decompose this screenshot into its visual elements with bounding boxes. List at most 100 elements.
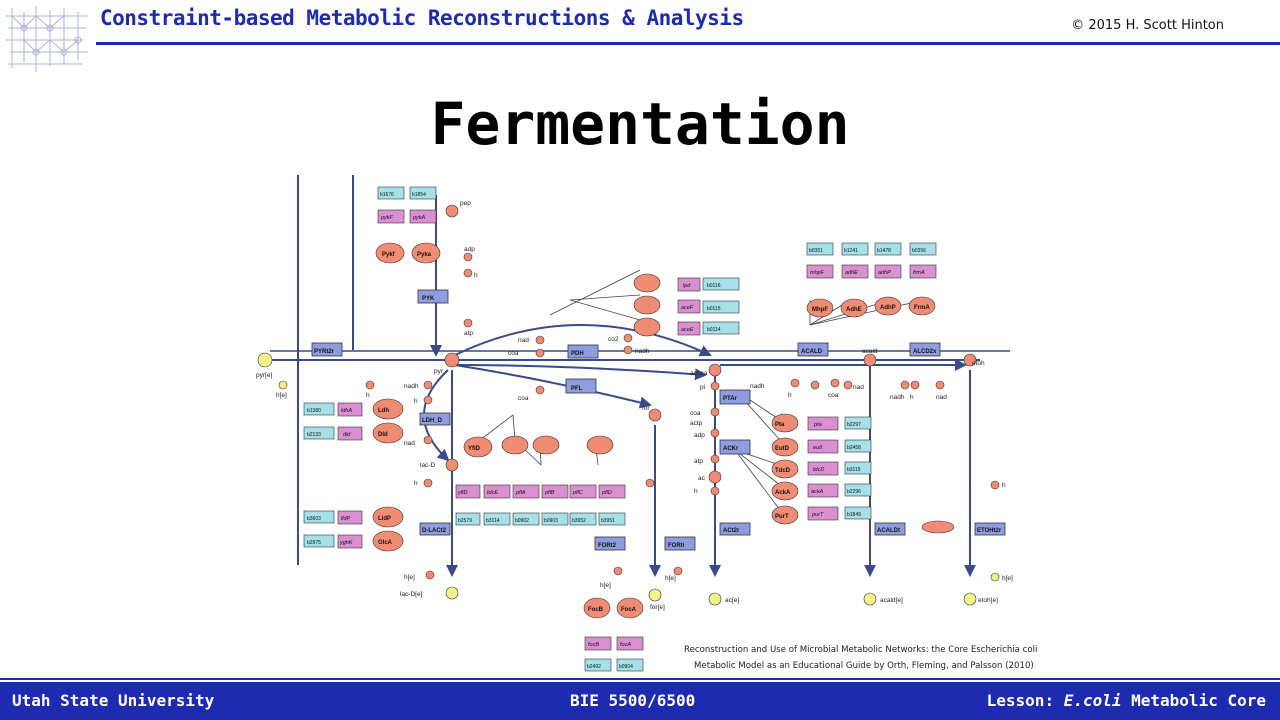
svg-text:EutD: EutD [775,446,790,452]
svg-text:b3951: b3951 [601,518,615,524]
footer-divider [0,678,1280,680]
svg-text:PYRt2r: PYRt2r [314,349,335,355]
svg-text:h: h [910,394,914,401]
svg-text:for: for [642,405,650,412]
svg-text:b2458: b2458 [847,445,861,451]
copyright-notice: © 2015 H. Scott Hinton [1071,18,1224,33]
svg-text:tdcE: tdcE [487,490,498,496]
header-divider [96,42,1280,45]
svg-text:b0351: b0351 [809,248,823,254]
svg-text:h[e]: h[e] [404,574,415,581]
svg-text:dld: dld [343,432,351,438]
svg-text:atp: atp [694,458,703,465]
svg-text:b1849: b1849 [847,512,861,518]
footer-lesson-suffix: Metabolic Core [1121,691,1266,710]
svg-text:PurT: PurT [775,514,789,520]
svg-text:accoa: accoa [690,370,708,377]
svg-text:purT: purT [811,512,824,518]
svg-text:mhpF: mhpF [810,270,825,276]
svg-text:aceE: aceE [681,327,694,333]
svg-text:b2297: b2297 [847,422,861,428]
svg-text:h: h [474,272,478,279]
svg-text:b2492: b2492 [587,664,601,670]
svg-text:b0903: b0903 [544,518,558,524]
svg-text:PYK: PYK [422,296,435,302]
svg-text:nad: nad [518,337,529,344]
svg-text:coa: coa [828,392,839,399]
svg-text:PTAr: PTAr [723,396,738,402]
svg-text:frmA: frmA [913,270,925,276]
svg-text:adp: adp [694,432,705,439]
svg-text:MhpF: MhpF [812,307,828,313]
svg-text:b1854: b1854 [412,192,426,198]
svg-text:co2: co2 [608,336,619,343]
svg-text:pta: pta [813,422,822,428]
svg-text:h[e]: h[e] [1002,575,1013,582]
svg-text:nadh: nadh [635,348,650,355]
svg-text:yghK: yghK [339,540,353,546]
svg-text:h[e]: h[e] [276,392,287,399]
svg-text:D-LACt2: D-LACt2 [422,528,447,534]
svg-text:ACKr: ACKr [723,446,739,452]
svg-text:nadh: nadh [404,383,419,390]
slide-title: Fermentation [430,90,850,158]
svg-text:adhE: adhE [845,270,858,276]
svg-text:coa: coa [508,350,519,357]
svg-text:b3115: b3115 [847,467,861,473]
svg-text:Pta: Pta [775,422,785,428]
svg-text:b0116: b0116 [707,283,721,289]
svg-text:Dld: Dld [378,432,388,438]
svg-text:atp: atp [464,330,473,337]
svg-text:YfiD: YfiD [468,446,481,452]
footer-course-code: BIE 5500/6500 [570,691,696,710]
svg-text:h: h [366,392,370,399]
svg-text:h: h [694,488,698,495]
svg-text:acald[e]: acald[e] [880,597,903,604]
svg-text:ACALD: ACALD [801,349,823,355]
svg-text:yfiD: yfiD [457,490,468,496]
svg-text:h: h [1002,482,1006,489]
citation-line-2: Metabolic Model as an Educational Guide … [694,661,1034,671]
svg-text:pflA: pflA [515,490,526,496]
svg-text:FocB: FocB [588,607,604,613]
reference-citation: Reconstruction and Use of Microbial Meta… [684,642,1084,674]
svg-text:nad: nad [404,440,415,447]
svg-text:h[e]: h[e] [600,582,611,589]
svg-text:AdhE: AdhE [846,307,862,313]
svg-text:nadh: nadh [890,394,905,401]
svg-text:b0902: b0902 [515,518,529,524]
svg-text:b3603: b3603 [307,516,321,522]
svg-text:ACt2r: ACt2r [723,528,740,534]
svg-text:lac-D[e]: lac-D[e] [400,591,423,598]
svg-text:nad: nad [936,394,947,401]
svg-text:FORti: FORti [668,543,685,549]
svg-text:TdcD: TdcD [775,468,791,474]
svg-text:pykA: pykA [412,215,426,221]
metabolic-map-logo [6,6,88,72]
citation-line-1: Reconstruction and Use of Microbial Meta… [684,645,1038,655]
svg-text:lldP: lldP [341,516,351,522]
footer-lesson-organism: E.coli [1063,691,1122,710]
svg-text:b1478: b1478 [877,248,891,254]
svg-text:Pyka: Pyka [417,252,432,258]
svg-text:pyr: pyr [434,368,444,375]
svg-text:ETOHt2r: ETOHt2r [977,528,1002,534]
svg-text:b0356: b0356 [912,248,926,254]
svg-text:ac: ac [698,475,706,482]
svg-text:Ldh: Ldh [378,408,389,414]
svg-text:lpd: lpd [683,283,691,289]
slide-header: Constraint-based Metabolic Reconstructio… [0,0,1280,72]
svg-text:acald: acald [862,348,878,355]
svg-text:ACALDt: ACALDt [877,528,900,534]
svg-text:FrmA: FrmA [914,305,930,311]
svg-text:aceF: aceF [681,305,694,311]
svg-text:b2296: b2296 [847,489,861,495]
svg-text:PFL: PFL [571,386,583,392]
svg-text:FocA: FocA [621,607,637,613]
svg-text:pep: pep [460,200,471,207]
svg-text:actp: actp [690,420,703,427]
slide-footer: Utah State University BIE 5500/6500 Less… [0,682,1280,720]
svg-text:pyr[e]: pyr[e] [256,372,272,379]
svg-text:LDH_D: LDH_D [422,418,443,424]
svg-text:Pykf: Pykf [382,252,396,258]
